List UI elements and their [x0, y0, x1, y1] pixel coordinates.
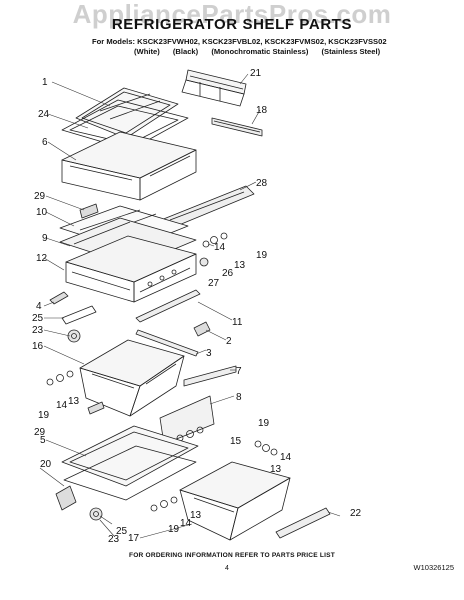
part-17-lower-drawer	[179, 461, 291, 541]
document-id: W10326125	[413, 563, 454, 572]
part-16-crisper-drawer	[79, 339, 185, 417]
callout-28: 28	[256, 178, 268, 189]
callout-6: 6	[42, 137, 48, 148]
callout-23-upper: 23	[32, 325, 44, 336]
part-11-rail	[135, 289, 201, 323]
hardware-lower	[150, 496, 178, 512]
hardware-mid-left	[46, 370, 74, 386]
callout-2: 2	[226, 336, 232, 347]
callout-19-mid: 19	[38, 410, 50, 421]
callout-29-lower: 29	[34, 427, 46, 438]
part-18-rail	[211, 117, 263, 137]
hardware-upper	[199, 232, 228, 267]
callout-13-right: 13	[270, 464, 282, 475]
callout-11: 11	[232, 317, 243, 328]
callout-25-upper: 25	[32, 313, 44, 324]
callout-15: 15	[230, 436, 242, 447]
part-6-upper-drawer	[61, 131, 197, 201]
part-22-trim	[275, 507, 331, 539]
callout-13-upper: 13	[234, 260, 246, 271]
callout-22: 22	[350, 508, 362, 519]
callout-14-mid: 14	[56, 400, 68, 411]
callouts: 1 21 24 18 6 28 29 10 9 14 13 19 26 27 1…	[32, 68, 362, 545]
callout-17: 17	[128, 533, 140, 544]
callout-19-right: 19	[258, 418, 270, 429]
variant-white: (White)	[134, 47, 160, 56]
callout-18: 18	[256, 105, 268, 116]
model-variants: (White) (Black) (Monochromatic Stainless…	[134, 47, 391, 56]
variant-black: (Black)	[172, 47, 199, 56]
callout-13-mid: 13	[68, 396, 80, 407]
part-23-roller-lower	[89, 507, 103, 521]
callout-5: 5	[40, 435, 46, 446]
page-number: 4	[225, 565, 229, 572]
hardware-mid-right	[176, 426, 278, 456]
callout-24: 24	[38, 109, 50, 120]
callout-1: 1	[42, 77, 48, 88]
callout-12: 12	[36, 253, 48, 264]
part-7-slide	[183, 365, 237, 387]
variant-stainless: (Stainless Steel)	[321, 47, 381, 56]
callout-14-right: 14	[280, 452, 292, 463]
part-20-shelf-frame	[55, 445, 197, 511]
callout-19-upper: 19	[256, 250, 268, 261]
watermark: AppliancePartsPros.com	[72, 0, 392, 29]
part-5-lower-shelf	[61, 425, 199, 487]
callout-3: 3	[206, 348, 212, 359]
callout-7: 7	[236, 366, 242, 377]
callout-23-lower: 23	[108, 534, 120, 545]
part-21-shelf-trim	[181, 69, 247, 107]
models-line: For Models: KSCK23FVWH02, KSCK23FVBL02, …	[92, 37, 387, 46]
part-3-rail	[135, 329, 199, 357]
part-29-clip-upper	[79, 203, 99, 219]
callout-16: 16	[32, 341, 44, 352]
page-title: REFRIGERATOR SHELF PARTS	[111, 16, 353, 33]
callout-29-upper: 29	[34, 191, 46, 202]
callout-27: 27	[208, 278, 220, 289]
part-23-roller-upper	[67, 329, 81, 343]
callout-20: 20	[40, 459, 52, 470]
part-29-clip-lower	[87, 401, 105, 415]
variant-monochromatic: (Monochromatic Stainless)	[211, 47, 309, 56]
callout-14-lower: 14	[180, 518, 192, 529]
callout-21: 21	[250, 68, 262, 79]
callout-19-lower: 19	[168, 524, 180, 535]
leader-lines	[39, 73, 341, 539]
part-1-glass-shelf	[75, 87, 179, 139]
callout-25-lower: 25	[116, 526, 128, 537]
callout-10: 10	[36, 207, 48, 218]
callout-13-lower: 13	[190, 510, 202, 521]
callout-9: 9	[42, 233, 48, 244]
callout-14-upper: 14	[214, 242, 226, 253]
part-12-control-housing	[65, 235, 197, 303]
part-4-support	[49, 291, 97, 325]
callout-26: 26	[222, 268, 234, 279]
callout-8: 8	[236, 392, 242, 403]
part-2-bracket	[193, 321, 211, 337]
callout-4: 4	[36, 301, 42, 312]
ordering-note: FOR ORDERING INFORMATION REFER TO PARTS …	[129, 552, 335, 559]
